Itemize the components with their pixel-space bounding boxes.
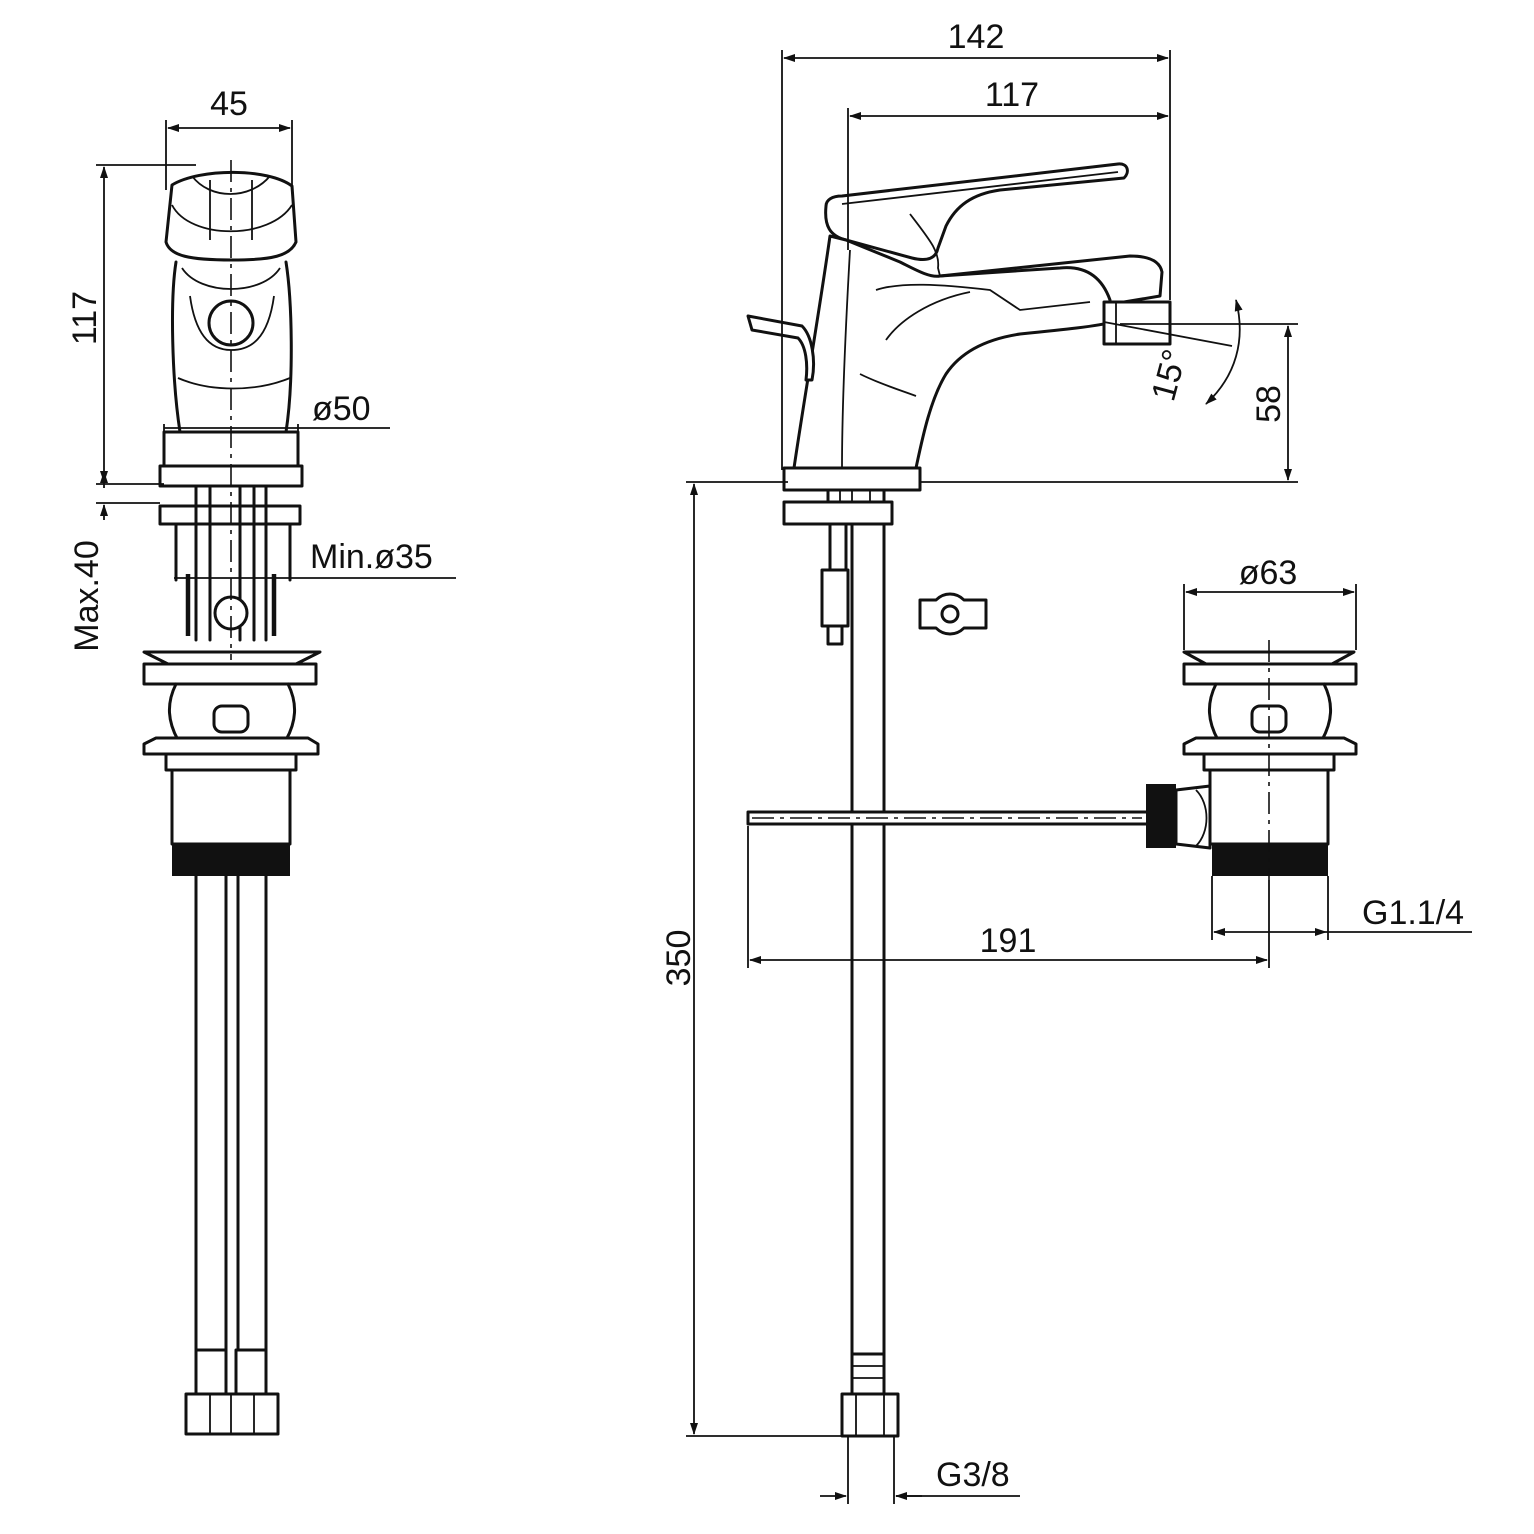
side-width-label: 45: [210, 85, 248, 123]
hose-thread-label: G3/8: [936, 1456, 1010, 1494]
side-height-label: 117: [66, 291, 104, 345]
profile-view: [746, 162, 1358, 1438]
spray-angle-label: 15°: [1144, 345, 1194, 405]
waste-diameter-label: ø63: [1239, 554, 1298, 592]
profile-dimensions: [686, 50, 1472, 1504]
hose-length-label: 350: [660, 930, 698, 987]
deck-thickness-label: Max.40: [68, 540, 106, 652]
spout-reach-label: 117: [985, 76, 1039, 114]
hole-diameter-label: Min.ø35: [310, 538, 433, 576]
pull-rod-length-label: 191: [980, 922, 1037, 960]
total-length-label: 142: [948, 18, 1005, 56]
base-diameter-label: ø50: [312, 390, 371, 428]
side-view-dimensions: [96, 120, 456, 579]
spout-height-label: 58: [1250, 385, 1288, 423]
waste-thread-label: G1.1/4: [1362, 894, 1464, 932]
side-view: [142, 160, 322, 1436]
